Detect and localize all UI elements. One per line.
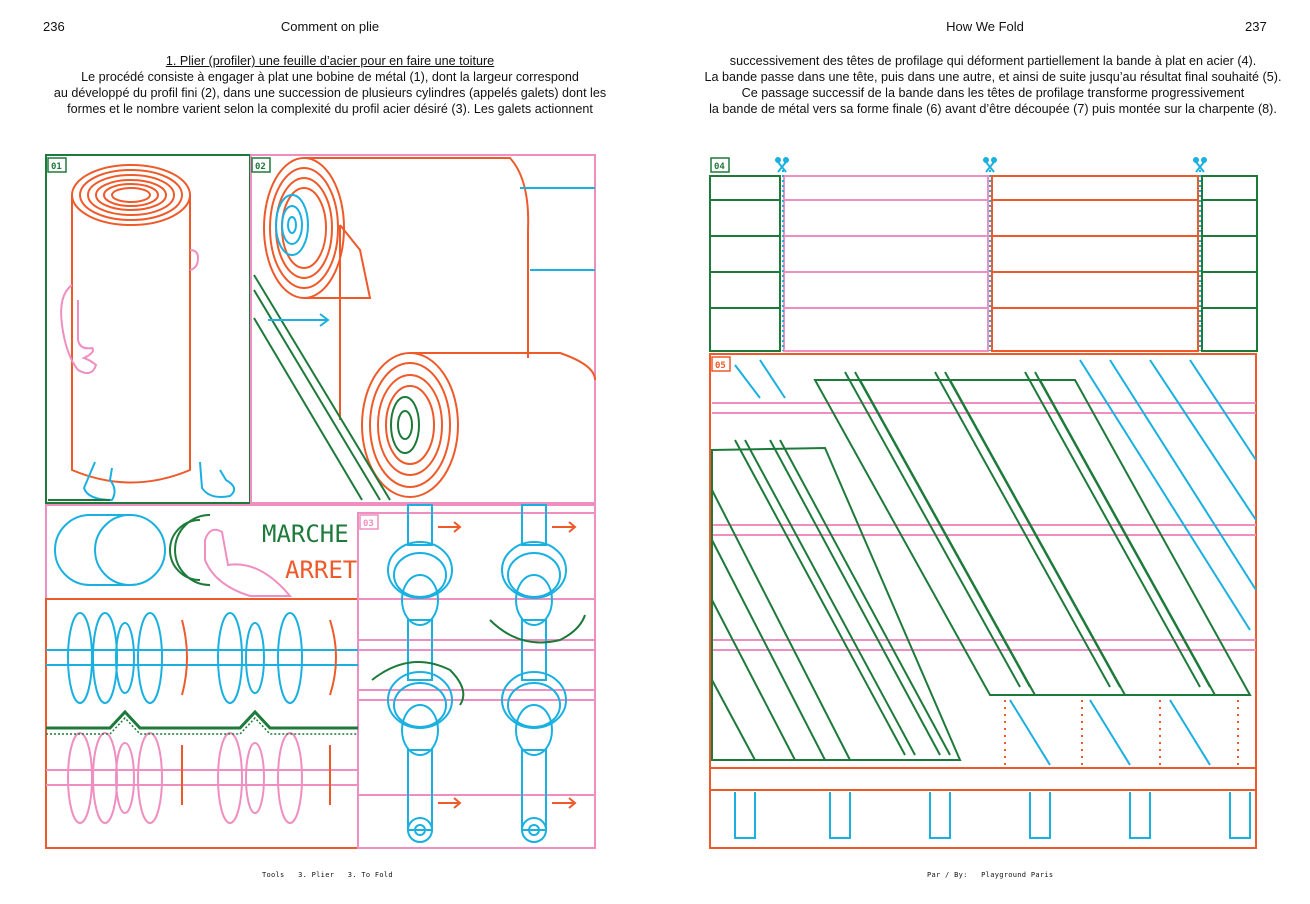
label-text: 05: [715, 361, 726, 371]
coil-character: [48, 164, 236, 502]
marche-label: MARCHE: [262, 520, 349, 548]
panel-05: 05: [709, 353, 1257, 849]
label-text: 02: [255, 162, 266, 172]
scissors-icon: [775, 157, 1207, 173]
text-line: au développé du profil fini (2), dans un…: [53, 86, 607, 100]
right-running-head: How We Fold: [946, 19, 1024, 34]
label-text: 04: [714, 162, 725, 172]
right-footer: Par / By: Playground Paris: [927, 871, 1054, 879]
unrolling-coil: [253, 157, 596, 501]
left-running-head: Comment on plie: [280, 19, 380, 34]
panel-03-frame: [357, 512, 596, 849]
label-text: 01: [51, 162, 62, 172]
arret-label: ARRET: [285, 556, 357, 584]
label-text: 03: [363, 519, 374, 529]
left-intro-text: 1. Plier (profiler) une feuille d’acier …: [45, 53, 615, 117]
panel-label-03: 03: [359, 514, 379, 530]
roller-stacks: [358, 504, 595, 843]
section-heading: 1. Plier (profiler) une feuille d’acier …: [165, 54, 495, 68]
panel-rollers-frame: [45, 598, 359, 849]
right-intro-text: successivement des têtes de profilage qu…: [698, 53, 1288, 117]
text-line: la bande de métal vers sa forme finale (…: [709, 102, 1277, 116]
profiling-rollers: [46, 612, 358, 824]
left-footer: Tools 3. Plier 3. To Fold: [262, 871, 393, 879]
text-line: Le procédé consiste à engager à plat une…: [81, 70, 579, 84]
text-line: successivement des têtes de profilage qu…: [729, 54, 1257, 68]
start-stop-buttons: MARCHE ARRET: [54, 514, 357, 597]
text-line: La bande passe dans une tête, puis dans …: [704, 70, 1282, 84]
panel-label-02: 02: [251, 157, 271, 173]
panel-02-frame: [250, 154, 596, 504]
left-page-number: 236: [43, 19, 65, 34]
right-page-number: 237: [1245, 19, 1267, 34]
panel-label-01: 01: [47, 157, 67, 173]
text-line: formes et le nombre varient selon la com…: [67, 102, 593, 116]
text-line: Ce passage successif de la bande dans le…: [741, 86, 1245, 100]
panel-04: 04: [709, 157, 1258, 352]
